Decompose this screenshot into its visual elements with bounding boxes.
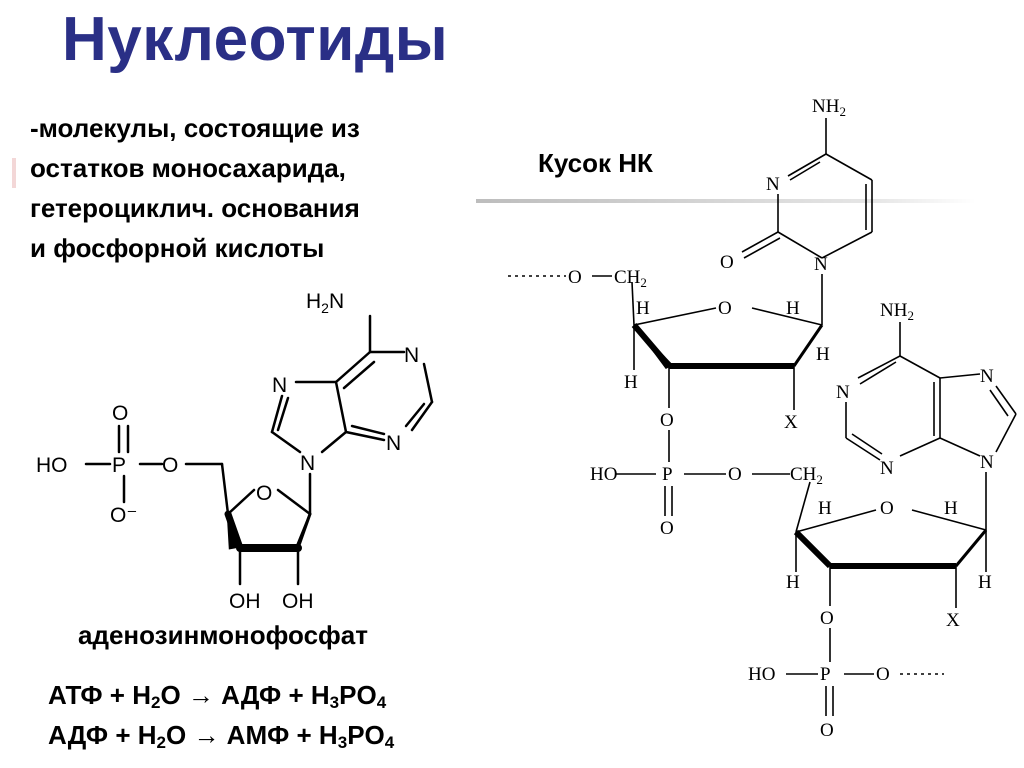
nk-atom-h8: H xyxy=(978,572,992,593)
nk-atom-n-cyt3: N xyxy=(766,174,780,195)
nk-atom-p2: P xyxy=(820,664,831,685)
nk-atom-ho1: HO xyxy=(590,464,617,485)
nk-atom-h4: H xyxy=(624,372,638,393)
reaction-arrow-icon: → xyxy=(193,720,220,750)
amp-atom-n1: N xyxy=(404,344,419,367)
amp-atom-o-top: O xyxy=(112,402,128,425)
nk-atom-n-ade1: N xyxy=(836,382,850,403)
nk-atom-o3: O xyxy=(728,464,742,485)
nk-atom-x2: X xyxy=(946,610,960,631)
reaction-arrow-icon: → xyxy=(187,680,214,710)
nk-atom-ho2: HO xyxy=(748,664,775,685)
nk-atom-o5: O xyxy=(820,608,834,629)
divider-line xyxy=(476,199,976,203)
amp-atom-oh-1: OH xyxy=(229,590,261,613)
nk-atom-ch2-2: CH2 xyxy=(790,464,823,487)
equation-adp-hydrolysis: АДФ + H2O → АМФ + H3PO4 xyxy=(48,720,395,752)
compound-name-label: аденозинмонофосфат xyxy=(78,620,368,650)
definition-line-3: гетероциклич. основания xyxy=(30,193,360,223)
nk-atom-x1: X xyxy=(784,412,798,433)
nk-atom-h6: H xyxy=(944,498,958,519)
nk-atom-n-ade9: N xyxy=(980,452,994,473)
amp-atom-o-ring: O xyxy=(256,482,272,505)
amp-atom-n9: N xyxy=(300,452,315,475)
nk-atom-p1: P xyxy=(662,464,673,485)
amp-atom-p: P xyxy=(112,454,126,477)
nucleic-acid-fragment-label: Кусок НК xyxy=(538,148,653,178)
nk-atom-n-cyt1: N xyxy=(814,254,828,275)
amp-atom-ho: HO xyxy=(36,454,68,477)
nk-atom-ch2-1: CH2 xyxy=(614,267,647,290)
equation-atp-hydrolysis: АТФ + H2O → АДФ + H3PO4 xyxy=(48,680,387,712)
slide-accent-mark xyxy=(12,158,16,188)
slide-title: Нуклеотиды xyxy=(62,5,449,74)
nk-atom-nh2-cyt: NH2 xyxy=(812,96,846,119)
nk-atom-h2: H xyxy=(786,298,800,319)
nk-atom-h3: H xyxy=(816,344,830,365)
nk-atom-o1: O xyxy=(568,267,582,288)
nk-atom-o-ring2: O xyxy=(880,498,894,519)
amp-atom-o-bridge: O xyxy=(162,454,178,477)
nk-atom-o-ring1: O xyxy=(718,298,732,319)
amp-atom-oh-2: OH xyxy=(282,590,314,613)
amp-atom-n3: N xyxy=(386,432,401,455)
definition-text: -молекулы, состоящие из остатков моносах… xyxy=(30,108,480,268)
nk-atom-nh2-ade: NH2 xyxy=(880,300,914,323)
nk-atom-o2: O xyxy=(660,410,674,431)
definition-line-1: -молекулы, состоящие из xyxy=(30,113,360,143)
nk-atom-h7: H xyxy=(786,572,800,593)
amp-atom-n7: N xyxy=(272,374,287,397)
nk-atom-h1: H xyxy=(636,298,650,319)
nk-atom-n-ade3: N xyxy=(880,458,894,479)
nk-atom-o7: O xyxy=(820,720,834,741)
definition-line-4: и фосфорной кислоты xyxy=(30,233,325,263)
nk-atom-h5: H xyxy=(818,498,832,519)
amp-atom-o-minus: O⁻ xyxy=(110,504,137,527)
nk-atom-n-ade7: N xyxy=(980,366,994,387)
nk-atom-o4: O xyxy=(660,518,674,539)
nk-atom-o6: O xyxy=(876,664,890,685)
definition-line-2: остатков моносахарида, xyxy=(30,153,346,183)
nk-atom-o-cyt: O xyxy=(720,252,734,273)
